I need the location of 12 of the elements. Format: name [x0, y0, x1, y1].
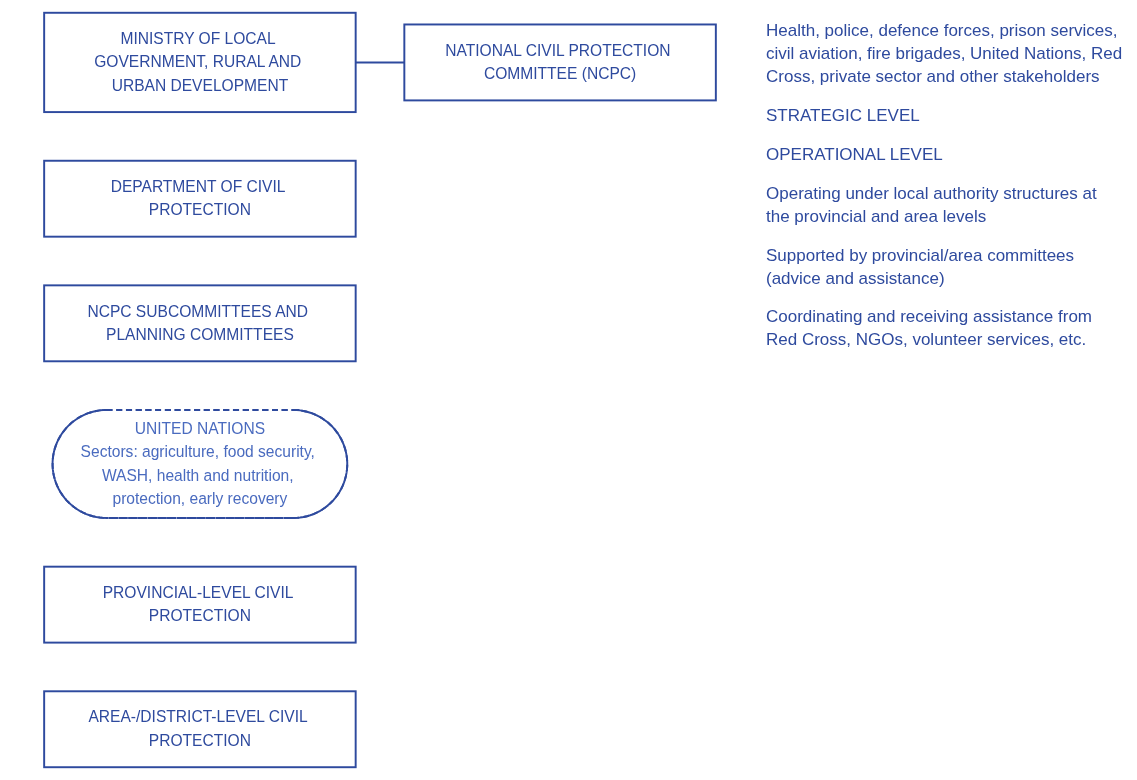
node-box: DEPARTMENT OF CIVIL PROTECTION	[43, 159, 357, 238]
note-text: OPERATIONAL LEVEL	[766, 143, 944, 166]
node-box: PROVINCIAL-LEVEL CIVIL PROTECTION	[43, 565, 357, 644]
node-box: MINISTRY OF LOCAL GOVERNMENT, RURAL AND URBAN DEVELOPMENT	[43, 11, 357, 114]
note-text: STRATEGIC LEVEL	[766, 104, 921, 127]
node-box: NCPC SUBCOMMITTEES AND PLANNING COMMITTEES	[43, 284, 357, 363]
node-box: AREA-/DISTRICT-LEVEL CIVIL PROTECTION	[43, 690, 357, 769]
note-text: Supported by provincial/area committees (advice and assistance)	[766, 244, 1076, 290]
note-text: Coordinating and receiving assistance from Red Cross, NGOs, volunteer services, etc.	[766, 306, 1093, 352]
node-box: NATIONAL CIVIL PROTECTION COMMITTEE (NCPC)	[403, 23, 717, 102]
note-text: Health, police, defence forces, prison services, civil aviation, fire brigades, United Nations, Red Cross, private sector and other stakeholders	[766, 20, 1124, 88]
note-text: Operating under local authority structures at the provincial and area levels	[766, 182, 1098, 228]
